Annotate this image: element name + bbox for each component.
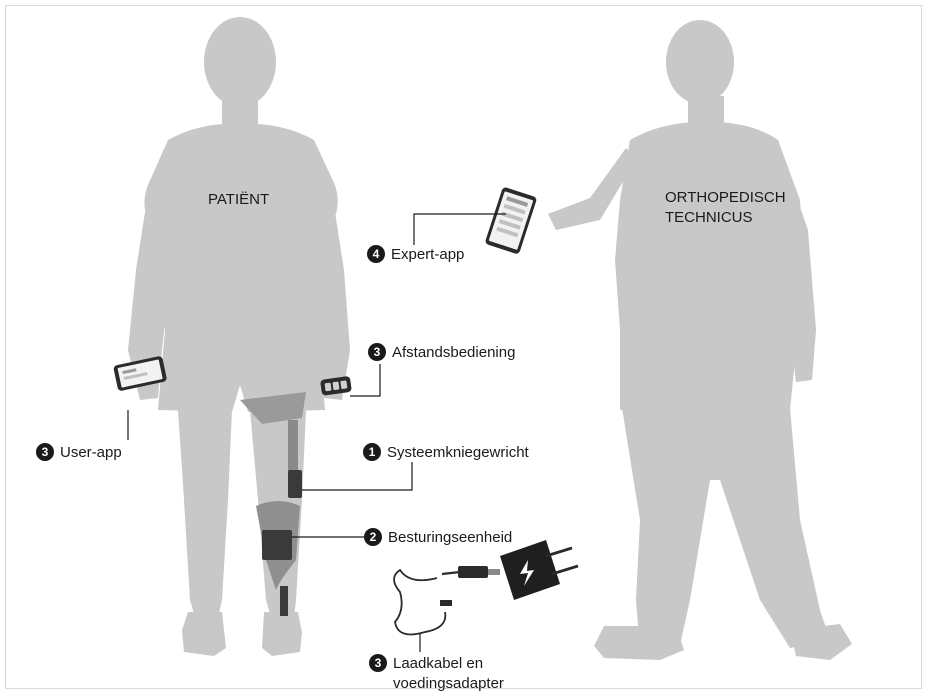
callout-number: 3 — [375, 656, 382, 670]
callout-number: 3 — [374, 345, 381, 359]
power-adapter-icon — [500, 540, 578, 600]
callout-label: User-app — [60, 444, 122, 461]
control-unit-part — [262, 530, 292, 560]
callout-number: 2 — [370, 530, 377, 544]
callout-control-unit: 2 Besturingseenheid — [292, 528, 512, 546]
callout-number: 1 — [369, 445, 376, 459]
callout-expert-app: 4 Expert-app — [367, 214, 506, 263]
callout-label-line1: Laadkabel en — [393, 655, 483, 672]
technician-label-line2: TECHNICUS — [665, 209, 753, 226]
callout-charger: 3 Laadkabel en voedingsadapter — [369, 634, 504, 692]
patient-silhouette — [128, 17, 350, 656]
callout-number: 4 — [373, 247, 380, 261]
smartphone-icon — [113, 356, 167, 392]
callout-remote: 3 Afstandsbediening — [350, 343, 515, 396]
callout-label: Systeemkniegewricht — [387, 444, 530, 461]
callout-user-app: 3 User-app — [36, 410, 128, 461]
smartphone-icon — [485, 186, 538, 254]
callout-label-line2: voedingsadapter — [393, 675, 504, 692]
callout-label: Afstandsbediening — [392, 344, 515, 361]
callout-label: Besturingseenheid — [388, 529, 512, 546]
technician-label-line1: ORTHOPEDISCH — [665, 189, 786, 206]
knee-joint-part — [288, 470, 302, 498]
usb-cable-icon — [394, 566, 500, 634]
callout-number: 3 — [42, 445, 49, 459]
callout-knee-joint: 1 Systeemkniegewricht — [302, 443, 530, 490]
technician-silhouette — [548, 20, 852, 660]
callout-label: Expert-app — [391, 246, 464, 263]
patient-label: PATIËNT — [208, 191, 269, 208]
